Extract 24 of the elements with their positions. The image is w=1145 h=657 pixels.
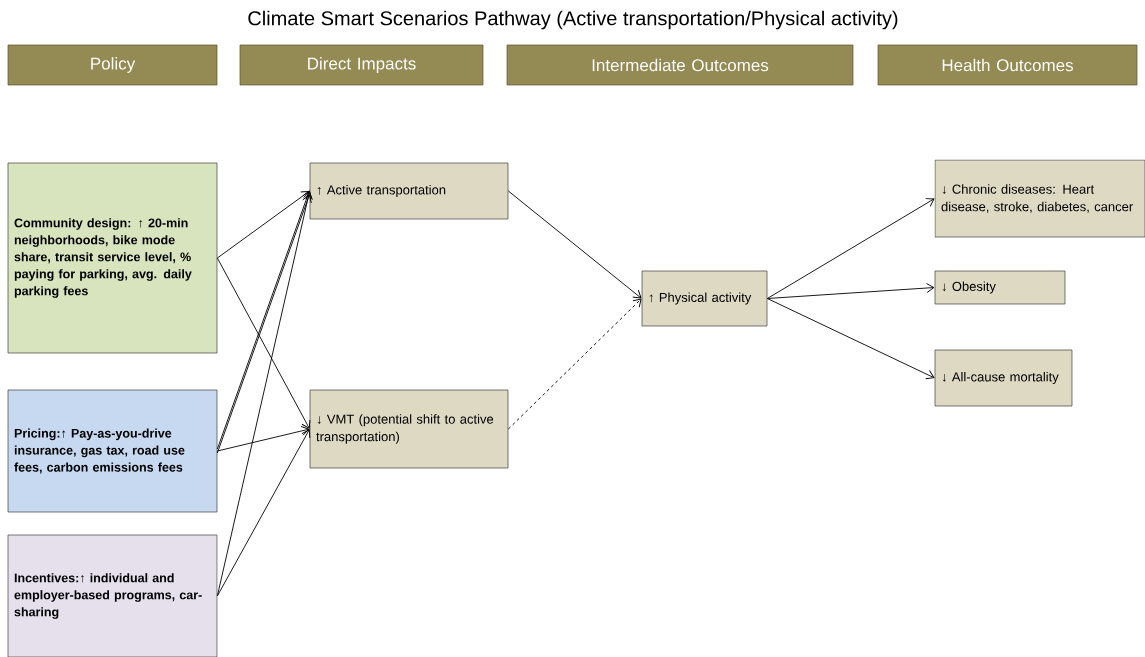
arrow — [216, 429, 311, 597]
arrow — [216, 426, 310, 452]
arrow — [507, 190, 642, 299]
arrow — [216, 191, 310, 259]
heading-band: Direct Impacts — [239, 44, 484, 86]
arrow — [216, 191, 313, 597]
arrow — [766, 283, 935, 299]
heading-band: Intermediate Outcomes — [506, 44, 854, 86]
policy-box: Incentives:↑ individual and employer-based programs, car-sharing — [7, 534, 218, 657]
heading-band: Health Outcomes — [877, 44, 1138, 86]
arrow — [766, 298, 935, 380]
policy-box: Pricing:↑ Pay-as-you-drive insurance, gas tax, road use fees, carbon emissions fees — [7, 389, 218, 513]
arrow — [216, 257, 311, 429]
outcome-box: ↓ VMT (potential shift to active transportation) — [309, 389, 509, 469]
heading-band: Policy — [7, 44, 218, 86]
title: Climate Smart Scenarios Pathway (Active transportation/Physical activity) — [248, 10, 898, 30]
outcome-box: ↓ Obesity — [934, 270, 1066, 305]
arrow — [507, 298, 642, 430]
outcome-box: ↓ All-cause mortality — [934, 349, 1073, 407]
outcome-box: ↑ Active transportation — [309, 162, 509, 220]
arrow — [766, 198, 935, 299]
policy-box: Community design: ↑ 20-min neighborhoods, bike mode share, transit service level, % paying for parking, avg. daily parking fees — [7, 162, 218, 354]
outcome-box: ↑ Physical activity — [641, 270, 768, 327]
outcome-box: ↓ Chronic diseases: Heart disease, stroke, diabetes, cancer — [934, 159, 1145, 238]
